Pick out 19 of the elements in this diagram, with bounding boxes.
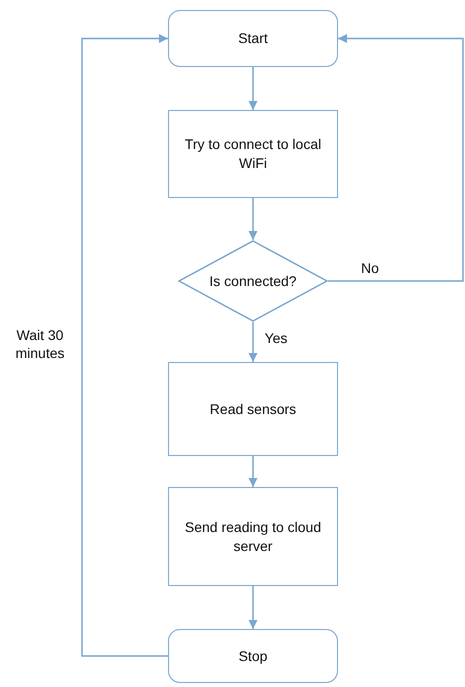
terminal-box <box>168 629 338 683</box>
node-text: Is connected? <box>209 272 297 290</box>
node-text: Start <box>238 29 268 48</box>
process-box <box>168 487 338 586</box>
arrow <box>248 198 258 240</box>
process-box <box>168 110 338 198</box>
terminal-box <box>168 10 338 67</box>
arrow <box>248 67 258 110</box>
decision-diamond <box>178 240 328 322</box>
node-text: Read sensors <box>210 400 296 418</box>
arrow <box>81 34 168 657</box>
process-box <box>168 362 338 456</box>
arrow <box>328 34 464 282</box>
arrow <box>248 322 258 362</box>
node-text: Send reading to cloud server <box>184 518 322 556</box>
arrow <box>248 586 258 629</box>
node-text: Try to connect to local WiFi <box>184 135 322 173</box>
arrow <box>248 456 258 487</box>
node-text: Stop <box>238 646 268 666</box>
